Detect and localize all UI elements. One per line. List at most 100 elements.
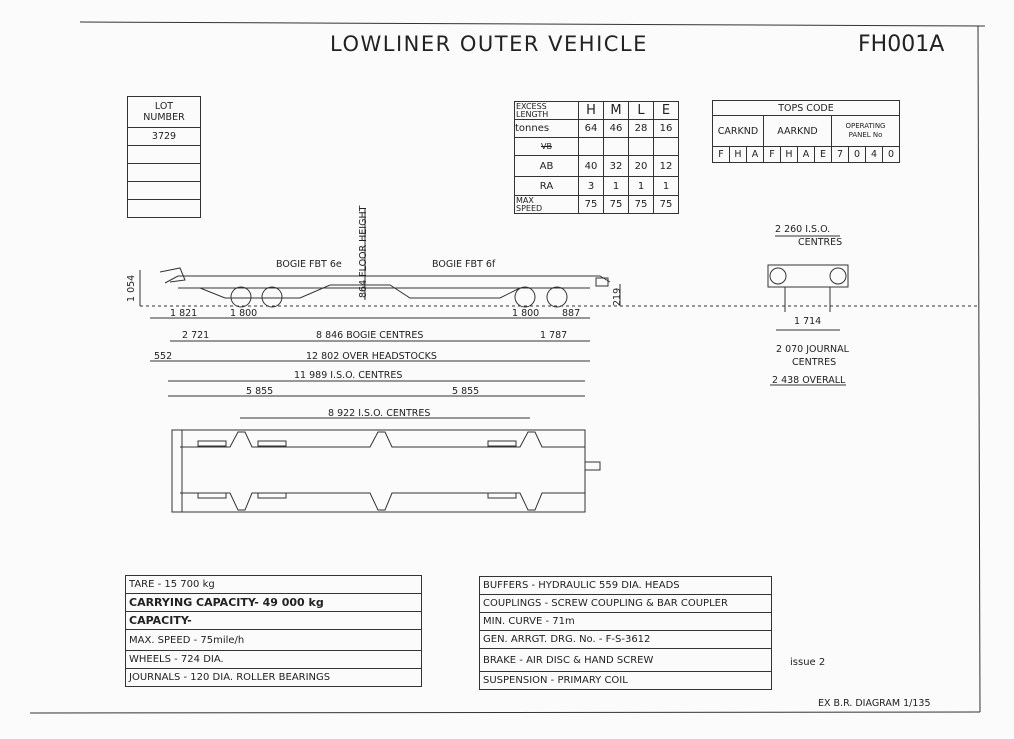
- cell: [628, 137, 654, 156]
- footer-label: EX B.R. DIAGRAM 1/135: [818, 698, 931, 709]
- cell: [653, 137, 679, 156]
- carknd-label: CARKND: [712, 115, 764, 147]
- dim-1800-right: 1 800: [512, 308, 540, 319]
- lot-heading-2: NUMBER: [143, 112, 185, 123]
- cell: 46: [603, 119, 629, 138]
- col-m: M: [603, 101, 629, 120]
- dim-5855-right: 5 855: [452, 386, 480, 397]
- spec-wheels: WHEELS - 724 DIA.: [125, 650, 422, 669]
- spec-carrying-capacity: CARRYING CAPACITY- 49 000 kg: [125, 593, 422, 612]
- spec-capacity: CAPACITY-: [125, 611, 422, 630]
- cell: 1: [628, 176, 654, 196]
- issue-label: issue 2: [790, 657, 826, 668]
- spec-max-speed: MAX. SPEED - 75mile/h: [125, 629, 422, 651]
- row-label: RA: [514, 176, 579, 196]
- cell: 12: [653, 155, 679, 177]
- diagram-code: FH001A: [858, 32, 945, 57]
- dim-1054: 1 054: [126, 274, 137, 302]
- spec-couplings: COUPLINGS - SCREW COUPLING & BAR COUPLER: [479, 594, 772, 613]
- cell: 75: [578, 195, 604, 214]
- lot-heading-1: LOT: [154, 101, 174, 112]
- panel-label-1: OPERATING: [845, 122, 886, 130]
- cell: [603, 137, 629, 156]
- col-h: H: [578, 101, 604, 120]
- dim-1714: 1 714: [794, 316, 822, 327]
- tops-letter: F: [763, 146, 781, 163]
- cell: 32: [603, 155, 629, 177]
- end-iso-label: 2 260 I.S.O.: [775, 224, 831, 235]
- row-label: AB: [514, 155, 579, 177]
- headstocks-label: 12 802 OVER HEADSTOCKS: [306, 351, 437, 362]
- tops-letter: A: [797, 146, 815, 163]
- excess-head-2: LENGTH: [516, 109, 549, 119]
- tops-letter: E: [814, 146, 832, 163]
- lot-blank-row: [127, 181, 201, 200]
- cell: 75: [603, 195, 629, 214]
- cell: 3: [578, 176, 604, 196]
- bogie-right-label: BOGIE FBT 6f: [432, 259, 496, 270]
- journal-centres: CENTRES: [792, 357, 837, 368]
- dim-1800-left: 1 800: [230, 308, 258, 319]
- spec-table-left: TARE - 15 700 kg CARRYING CAPACITY- 49 0…: [125, 575, 422, 687]
- row-label: VB: [514, 137, 579, 156]
- panel-label-2: PANEL No: [848, 131, 883, 139]
- excess-head-1: EXCESS: [516, 101, 547, 111]
- aarknd-label: AARKND: [763, 115, 832, 147]
- dim-1787: 1 787: [540, 330, 568, 341]
- cell: 75: [653, 195, 679, 214]
- lot-value: 3729: [127, 127, 201, 146]
- iso-11989-label: 11 989 I.S.O. CENTRES: [294, 370, 403, 381]
- spec-tare: TARE - 15 700 kg: [125, 575, 422, 594]
- dim-887: 887: [562, 308, 581, 319]
- dim-1821: 1 821: [170, 308, 198, 319]
- cell: 75: [628, 195, 654, 214]
- speed-label-2: SPEED: [516, 203, 543, 213]
- dim-219: 219: [612, 287, 623, 306]
- spec-table-right: BUFFERS - HYDRAULIC 559 DIA. HEADS COUPL…: [479, 576, 772, 690]
- page-title: LOWLINER OUTER VEHICLE: [330, 32, 648, 56]
- tops-letter: A: [746, 146, 764, 163]
- dim-552: 552: [154, 351, 173, 362]
- journal-label: 2 070 JOURNAL: [776, 344, 849, 355]
- cell: 1: [653, 176, 679, 196]
- spec-suspension: SUSPENSION - PRIMARY COIL: [479, 671, 772, 690]
- spec-journals: JOURNALS - 120 DIA. ROLLER BEARINGS: [125, 668, 422, 687]
- spec-gen-arrgt: GEN. ARRGT. DRG. No. - F-S-3612: [479, 630, 772, 649]
- row-label: tonnes: [514, 119, 579, 138]
- lot-blank-row: [127, 145, 201, 164]
- overall-label: 2 438 OVERALL: [772, 375, 846, 386]
- end-iso-centres: CENTRES: [798, 237, 843, 248]
- bogie-left-label: BOGIE FBT 6e: [276, 259, 342, 270]
- speed-label-1: MAX: [516, 195, 534, 205]
- dim-2721: 2 721: [182, 330, 210, 341]
- bogie-centres-label: 8 846 BOGIE CENTRES: [316, 330, 424, 341]
- iso-8922-label: 8 922 I.S.O. CENTRES: [328, 408, 431, 419]
- spec-brake: BRAKE - AIR DISC & HAND SCREW: [479, 648, 772, 672]
- cell: 28: [628, 119, 654, 138]
- cell: 1: [603, 176, 629, 196]
- lot-blank-row: [127, 163, 201, 182]
- tops-heading: TOPS CODE: [712, 100, 900, 116]
- cell: 40: [578, 155, 604, 177]
- spec-min-curve: MIN. CURVE - 71m: [479, 612, 772, 631]
- floor-height-label: 864 FLOOR HEIGHT: [358, 205, 369, 298]
- lot-blank-row: [127, 199, 201, 218]
- cell: 16: [653, 119, 679, 138]
- cell: 20: [628, 155, 654, 177]
- cell: 64: [578, 119, 604, 138]
- tops-letter: 0: [848, 146, 866, 163]
- spec-buffers: BUFFERS - HYDRAULIC 559 DIA. HEADS: [479, 576, 772, 595]
- tops-letter: H: [729, 146, 747, 163]
- cell: [578, 137, 604, 156]
- tops-letter: 7: [831, 146, 849, 163]
- dim-5855-left: 5 855: [246, 386, 274, 397]
- tops-letter: 4: [865, 146, 883, 163]
- col-l: L: [628, 101, 654, 120]
- tops-letter: H: [780, 146, 798, 163]
- tops-letter: F: [712, 146, 730, 163]
- col-e: E: [653, 101, 679, 120]
